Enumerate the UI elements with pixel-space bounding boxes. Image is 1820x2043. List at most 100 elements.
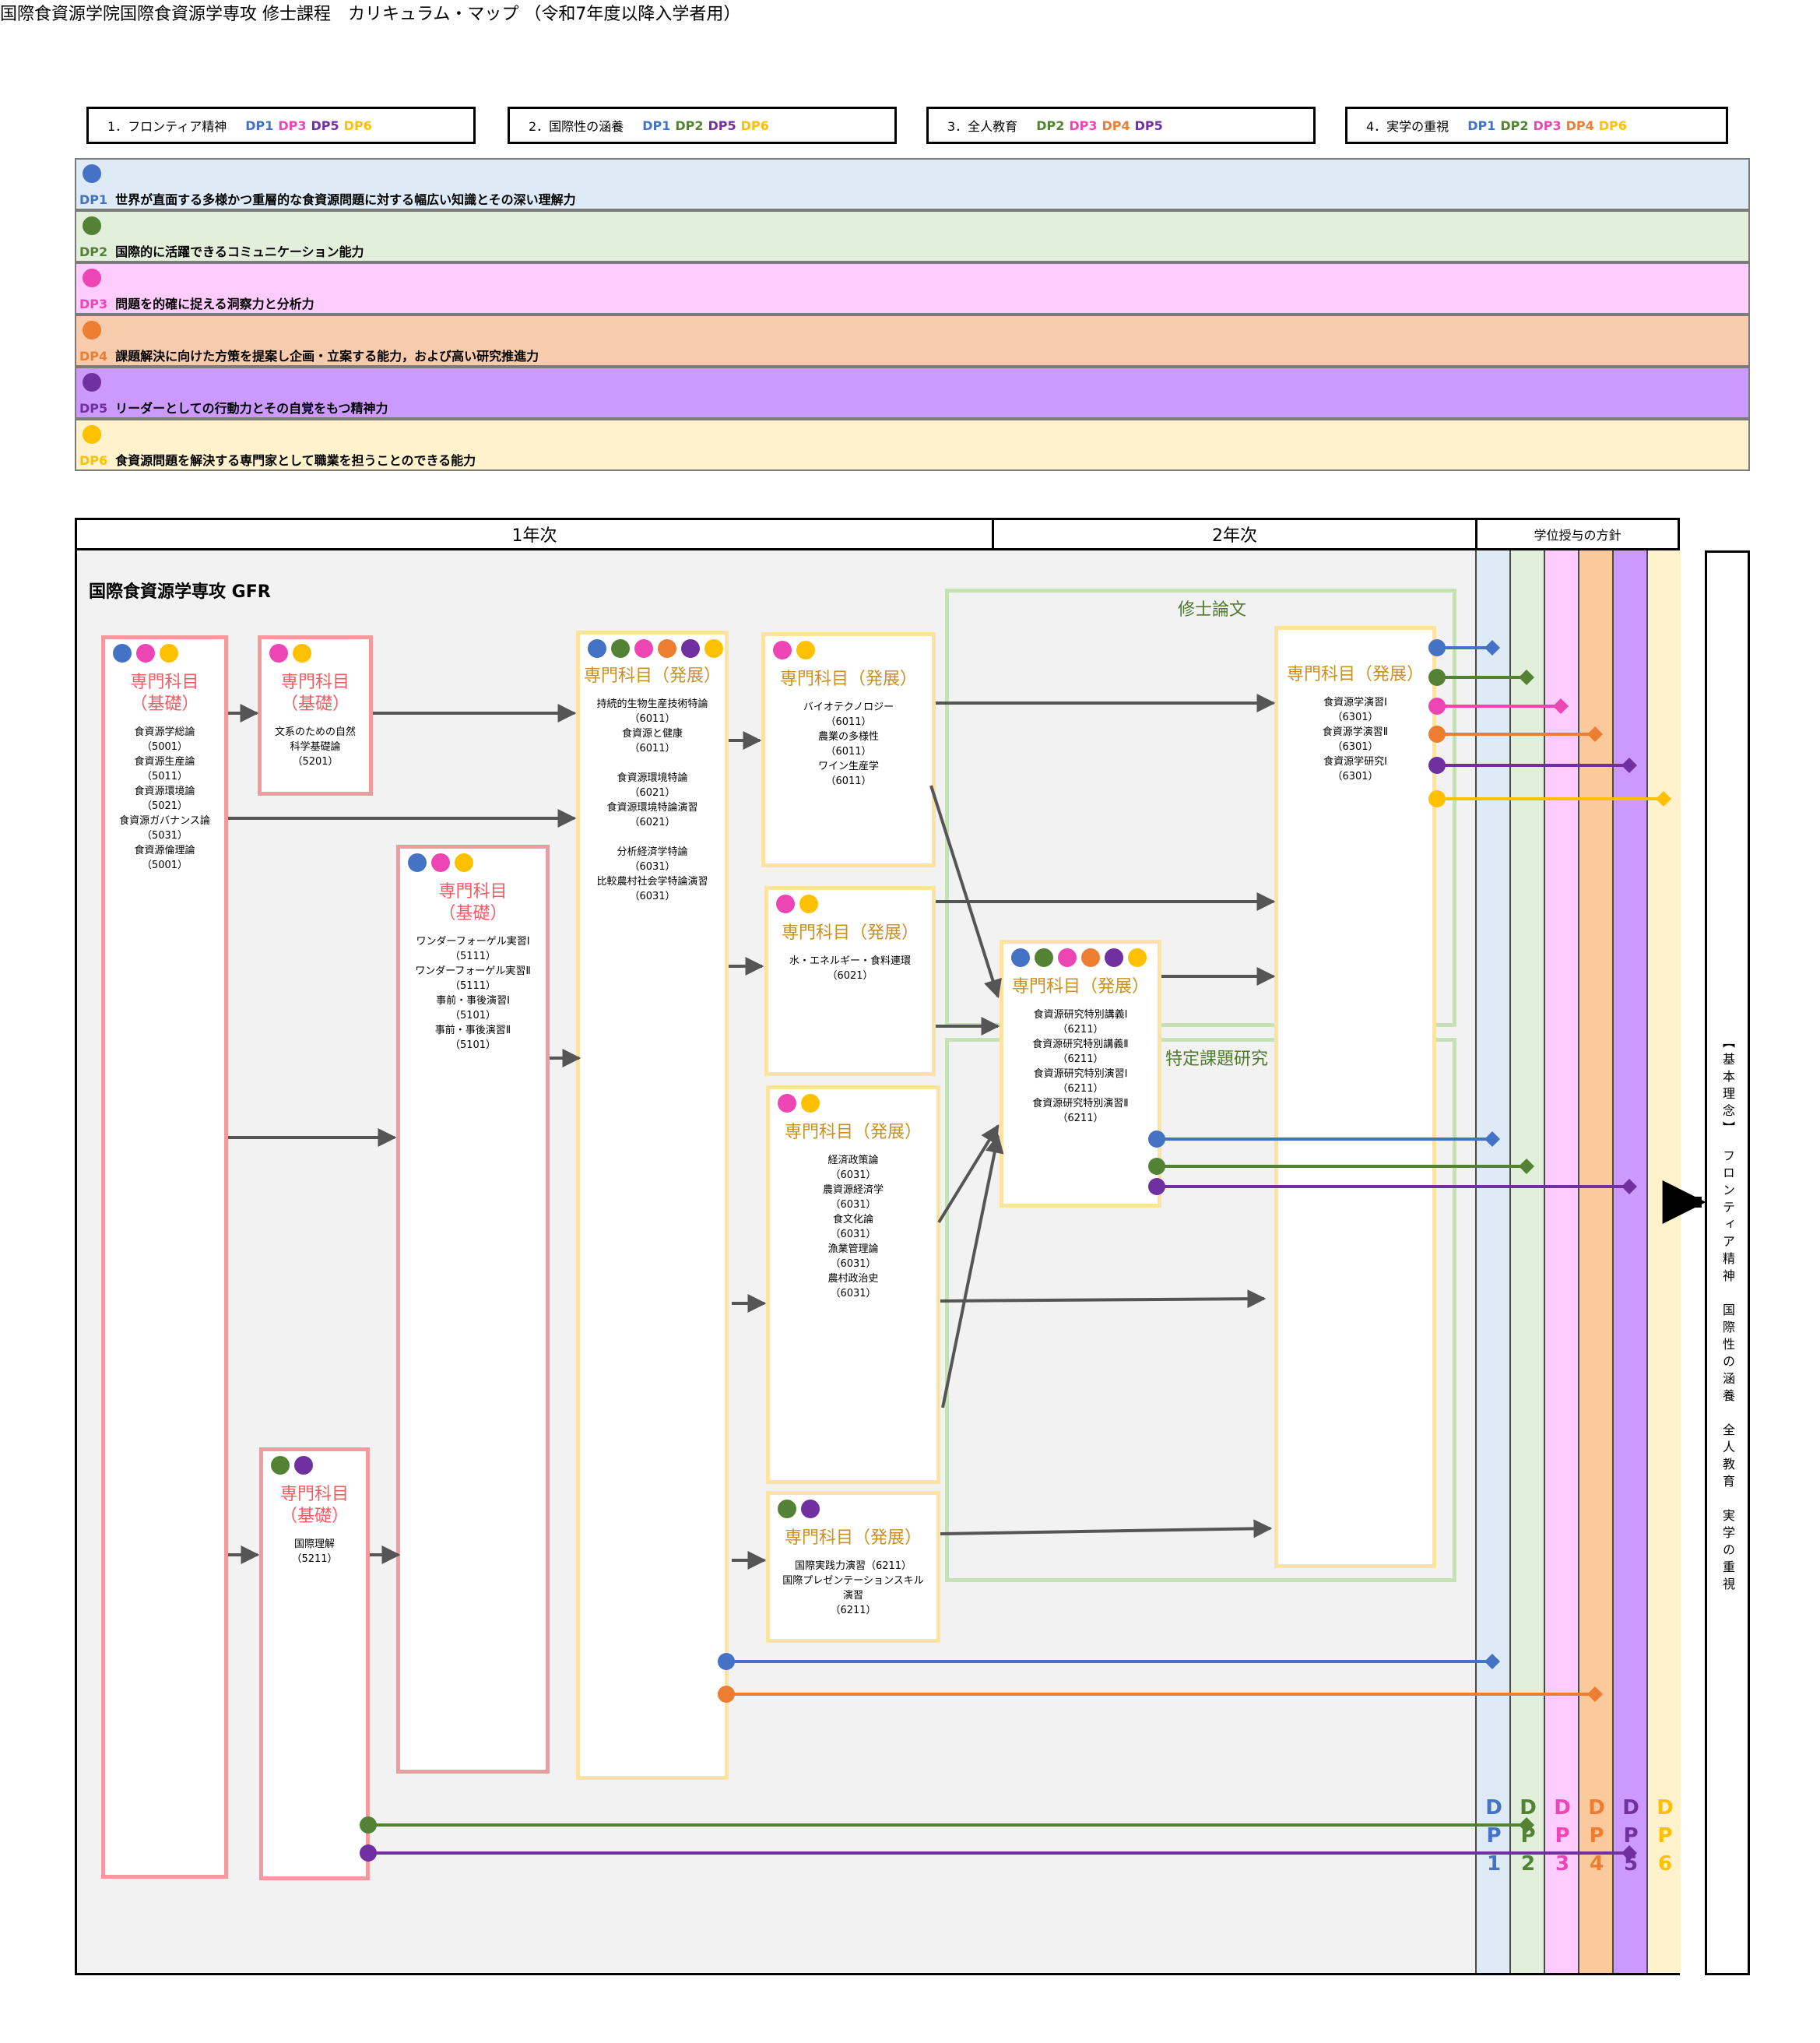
course-advanced-presentation[interactable]: 専門科目（発展） 国際実践力演習（6211）国際プレゼンテーションスキル演習（6… [766, 1491, 940, 1643]
course-basic-core[interactable]: 専門科目（基礎） 食資源学総論（5001）食資源生産論（5011）食資源環境論（… [101, 635, 228, 1879]
dp-dot-icon [778, 1500, 796, 1518]
course-advanced-thesis[interactable]: 専門科目（発展） 食資源学演習Ⅰ（6301）食資源学演習Ⅱ（6301）食資源学研… [1274, 626, 1436, 1568]
course-title: 専門科目 [279, 1485, 349, 1504]
course-item: （6031） [830, 1169, 877, 1181]
master-thesis-box [945, 589, 1456, 1027]
course-item: 国際実践力演習（6211） [794, 1560, 912, 1572]
course-item: 食資源学演習Ⅰ [1323, 697, 1387, 709]
dp-start-dot [1148, 1131, 1165, 1148]
course-item: （5011） [141, 771, 188, 782]
course-item: 食資源学演習Ⅱ [1322, 726, 1389, 738]
dp-end-diamond [1656, 791, 1671, 807]
course-advanced-core[interactable]: 専門科目（発展） 持続的生物生産技術特論（6011）食資源と健康（6011） 食… [576, 631, 729, 1780]
dp-dot-icon [408, 853, 427, 872]
course-basic-international[interactable]: 専門科目（基礎） 国際理解（5211） [259, 1447, 370, 1880]
dp-dot-icon [799, 895, 818, 913]
flow-arrow [940, 1519, 1273, 1538]
course-item: 食資源環境論 [134, 786, 195, 797]
dp-dot-icon [773, 641, 792, 659]
dp-tag: DP6 [740, 118, 769, 133]
dp-dot-icon [704, 639, 723, 658]
course-title: 専門科目 [438, 882, 508, 902]
course-item: （6211） [1057, 1083, 1104, 1095]
dp-dots [113, 644, 178, 663]
course-basic-wandervogel[interactable]: 専門科目（基礎） ワンダーフォーゲル実習Ⅰ（5111）ワンダーフォーゲル実習Ⅱ（… [396, 845, 550, 1774]
dp-end-diamond [1621, 1179, 1637, 1194]
special-research-box [945, 1038, 1456, 1582]
dp-end-diamond [1621, 1845, 1637, 1861]
course-subtitle: （基礎） [279, 1507, 349, 1526]
course-item: 国際プレゼンテーションスキル [782, 1575, 924, 1587]
dp-tag: DP6 [1598, 118, 1627, 133]
course-items: バイオテクノロジー（6011）農業の多様性（6011）ワイン生産学（6011） [765, 700, 932, 789]
course-item: （5101） [449, 1039, 497, 1051]
course-item: （6031） [629, 891, 676, 902]
dp-dot-icon [1081, 948, 1100, 967]
course-advanced-bio[interactable]: 専門科目（発展） バイオテクノロジー（6011）農業の多様性（6011）ワイン生… [761, 632, 936, 867]
course-item: 食資源研究特別講義Ⅰ [1033, 1009, 1128, 1021]
policy-label: 3．全人教育 [947, 119, 1018, 134]
course-title: 専門科目（発展） [1286, 665, 1424, 684]
dp-end-diamond [1553, 698, 1569, 714]
course-basic-science[interactable]: 専門科目（基礎） 文系のための自然科学基礎論（5201） [258, 635, 373, 796]
course-item: 持続的生物生産技術特論 [596, 698, 708, 710]
dp-tag: DP5 [708, 118, 736, 133]
dp-start-dot [1428, 790, 1446, 807]
course-item: （6301） [1332, 741, 1379, 753]
dp-dot-icon [160, 644, 178, 663]
course-advanced-water[interactable]: 専門科目（発展） 水・エネルギー・食料連環（6021） [764, 886, 936, 1076]
course-item: （6031） [830, 1288, 877, 1299]
dp-dot-icon [1105, 948, 1123, 967]
dp-dot-icon [681, 639, 700, 658]
dp-end-diamond [1621, 758, 1637, 773]
dp-start-dot [718, 1686, 735, 1703]
course-item: 事前・事後演習Ⅱ [434, 1025, 511, 1036]
dp-text: 課題解決に向けた方策を提案し企画・立案する能力，および高い研究推進力 [115, 349, 539, 364]
course-advanced-special[interactable]: 専門科目（発展） 食資源研究特別講義Ⅰ（6211）食資源研究特別講義Ⅱ（6211… [1000, 940, 1161, 1208]
course-item: 食資源倫理論 [134, 845, 195, 856]
dp-dot-icon [634, 639, 653, 658]
course-item: （5021） [141, 800, 188, 812]
dp-tag: DP5 [311, 118, 339, 133]
course-item: 食資源生産論 [134, 756, 195, 768]
dp-start-dot [1428, 757, 1446, 774]
dp-start-dot [1428, 669, 1446, 686]
course-item: 農業の多様性 [817, 731, 879, 743]
dp-text: 世界が直面する多様かつ重層的な食資源問題に対する幅広い知識とその深い理解力 [115, 192, 576, 207]
dp-start-dot [360, 1844, 377, 1862]
course-item: （6211） [1057, 1053, 1104, 1065]
course-advanced-economics[interactable]: 専門科目（発展） 経済政策論（6031）農資源経済学（6031）食文化論（603… [766, 1085, 940, 1484]
course-item: 食資源学研究Ⅰ [1323, 756, 1387, 768]
course-item: ワンダーフォーゲル実習Ⅰ [416, 936, 530, 948]
flow-arrow [929, 785, 1002, 999]
course-item: （6011） [825, 716, 872, 728]
dp-start-dot [1148, 1178, 1165, 1195]
dp-text: 国際的に活躍できるコミュニケーション能力 [115, 244, 364, 259]
dp-tag: DP3 [1069, 118, 1098, 133]
course-item: 農資源経済学 [822, 1184, 884, 1196]
course-items: 経済政策論（6031）農資源経済学（6031）食文化論（6031）漁業管理論（6… [770, 1153, 936, 1301]
course-item: 分析経済学特論 [617, 846, 688, 858]
course-item: （6031） [830, 1229, 877, 1240]
course-item: （6211） [830, 1605, 877, 1616]
dp-dot-icon [776, 895, 795, 913]
policy-label: 1．フロンティア精神 [107, 119, 227, 134]
course-title: 専門科目（発展） [784, 1528, 922, 1548]
dp-start-dot [1428, 726, 1446, 743]
dp-dot-icon [801, 1094, 820, 1113]
